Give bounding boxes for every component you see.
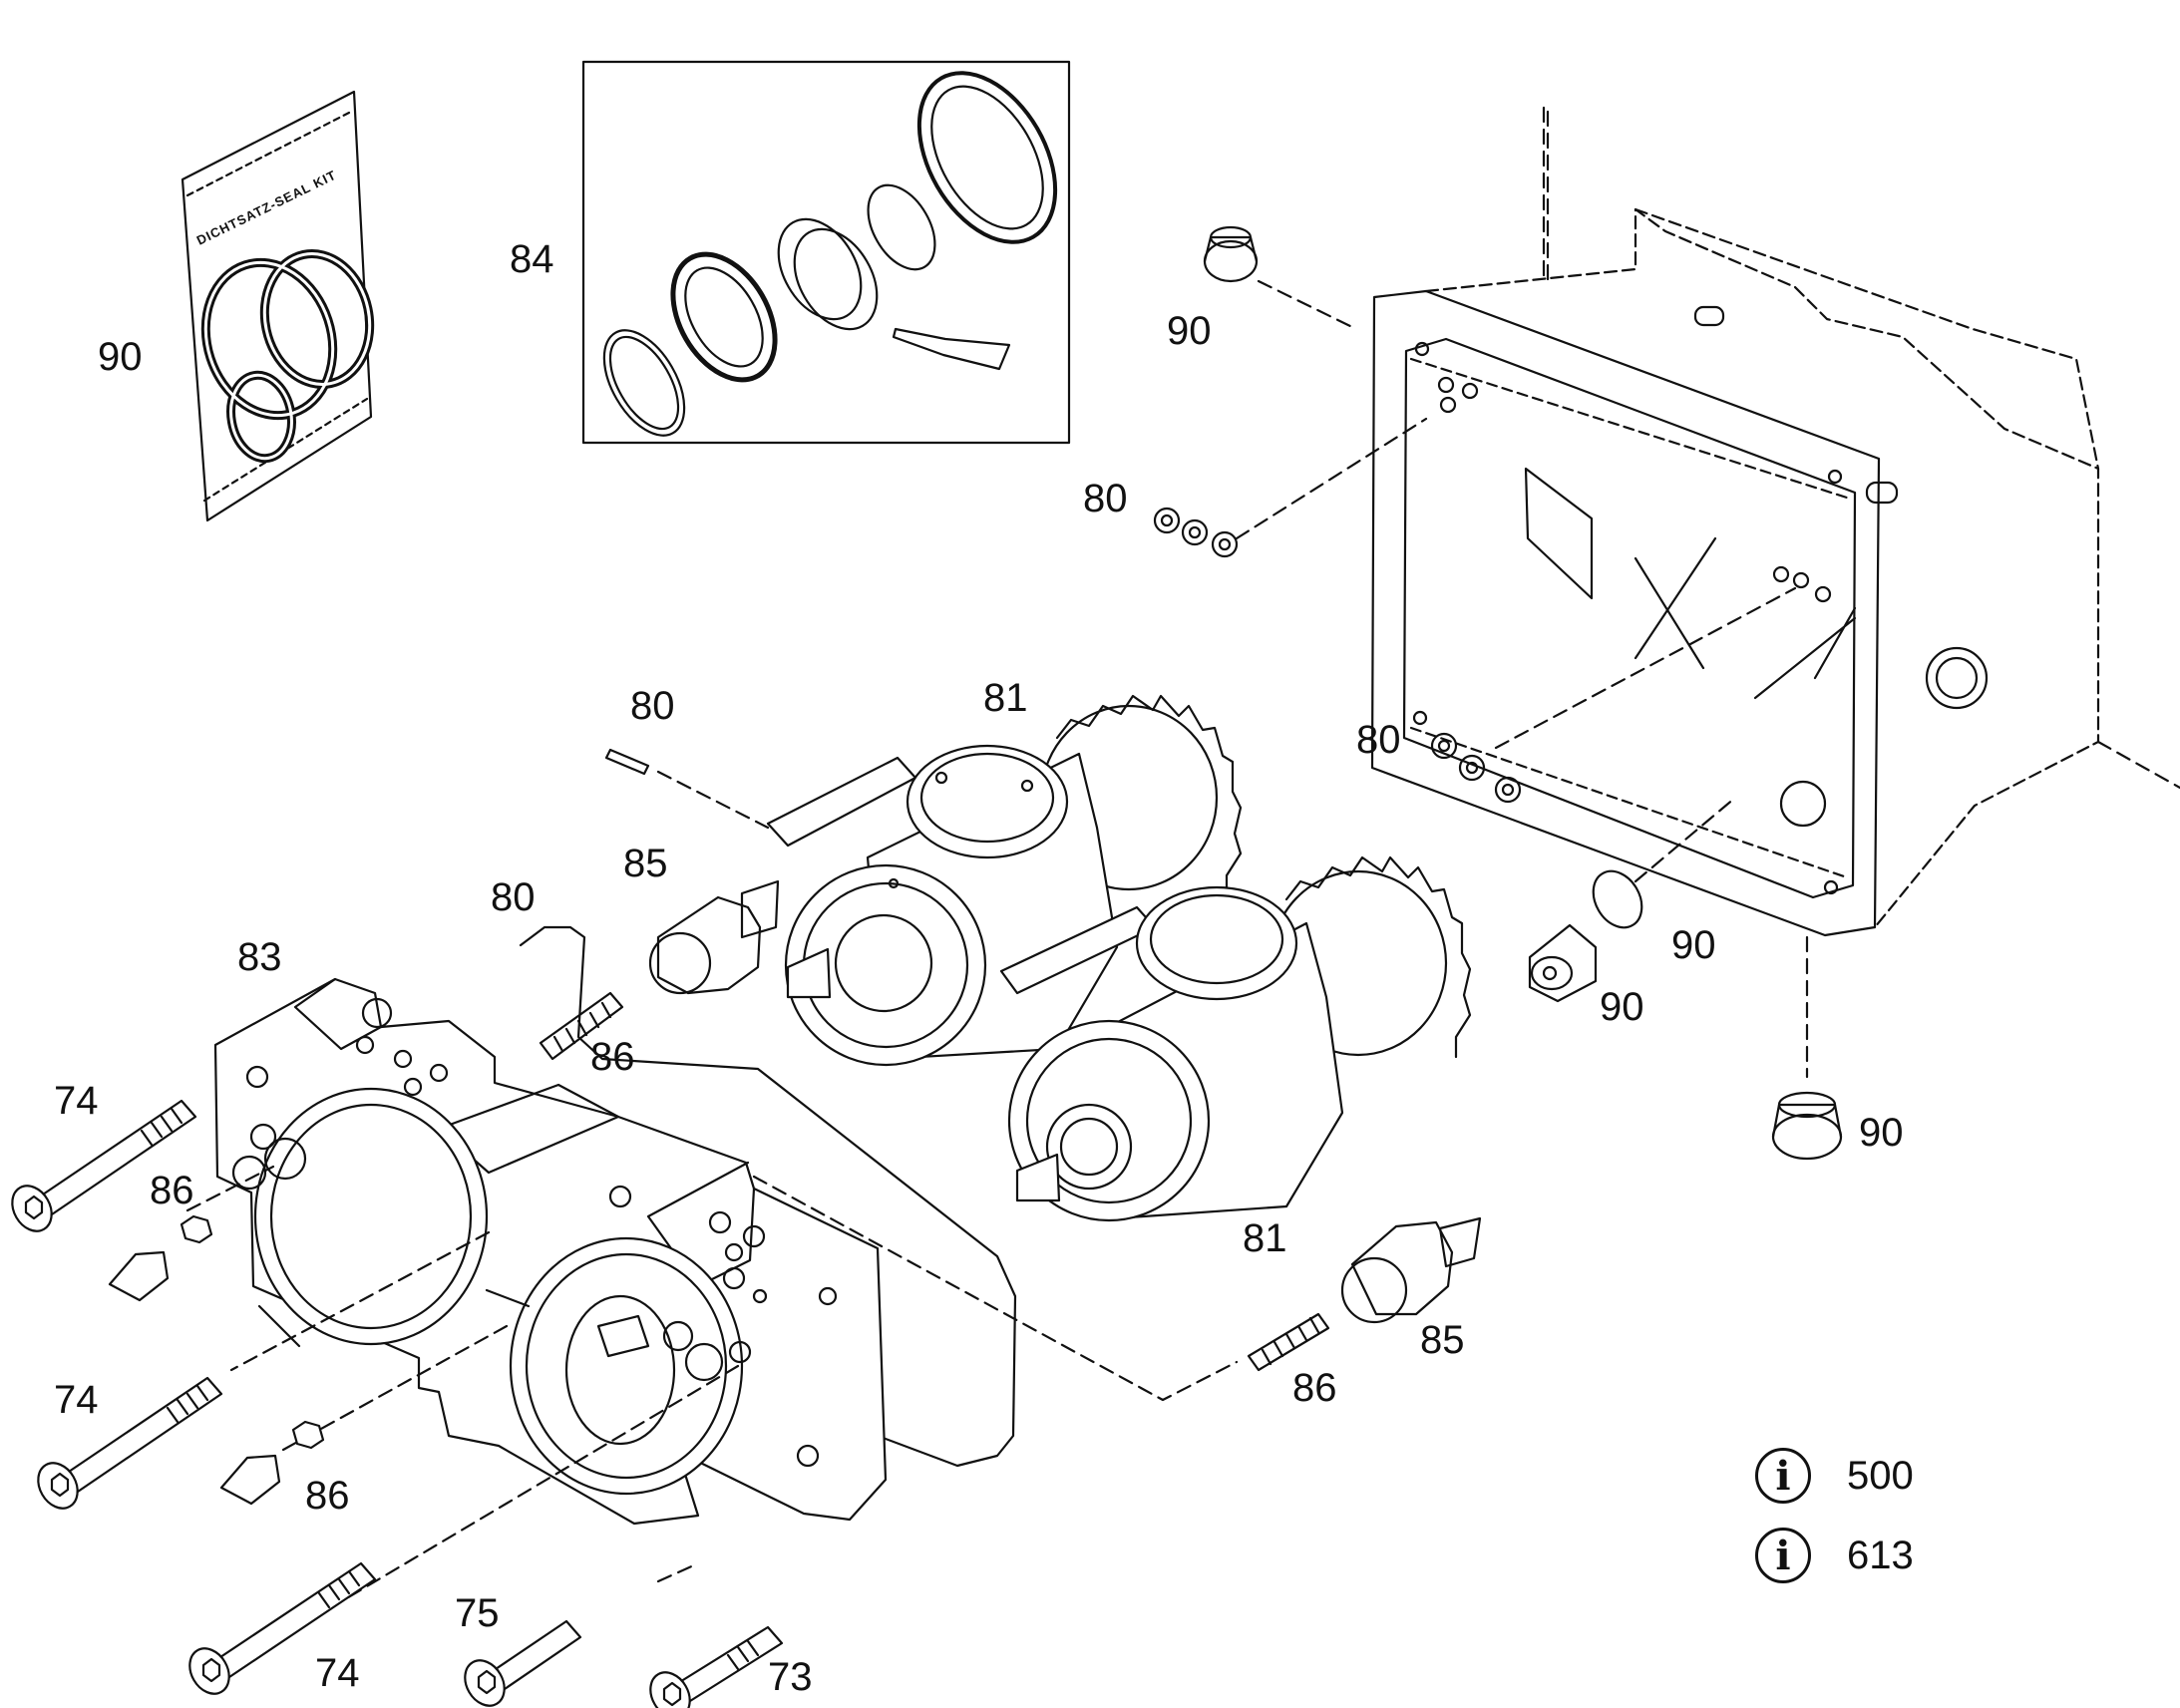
screw-74-bottom bbox=[188, 1561, 377, 1695]
callout-90-oring: 90 bbox=[1671, 923, 1716, 967]
callout-74-mid: 74 bbox=[54, 1378, 99, 1422]
callout-80-pin: 80 bbox=[630, 684, 675, 728]
control-valve-left bbox=[648, 879, 780, 995]
stud-bottom bbox=[1247, 1312, 1330, 1372]
control-valve-right bbox=[1340, 1216, 1482, 1324]
callout-85-left: 85 bbox=[623, 842, 668, 885]
cradle-assembly-top bbox=[766, 694, 1243, 1067]
callout-86-left-nut: 86 bbox=[150, 1169, 194, 1212]
pump-housing bbox=[1370, 106, 2180, 937]
oring-and-fitting bbox=[1528, 796, 1737, 1003]
nut-and-cap-left bbox=[108, 1214, 213, 1302]
plug-top bbox=[1203, 225, 1358, 331]
info-reference-500[interactable]: i 500 bbox=[1755, 1448, 1914, 1504]
screw-73 bbox=[649, 1625, 784, 1708]
info-icon: i bbox=[1755, 1448, 1811, 1504]
gasket bbox=[519, 925, 1017, 1468]
callout-83: 83 bbox=[237, 935, 282, 979]
washers-right bbox=[1430, 586, 1797, 804]
callout-74-top: 74 bbox=[54, 1079, 99, 1123]
callout-80-washers-top: 80 bbox=[1083, 477, 1128, 520]
callout-86-stud-top: 86 bbox=[590, 1035, 635, 1079]
assembly-lines bbox=[185, 1165, 1239, 1601]
callout-75: 75 bbox=[455, 1591, 500, 1635]
port-plate bbox=[213, 977, 888, 1526]
seal-kit-bag: DICHTSATZ-SEAL KIT bbox=[181, 90, 375, 522]
callout-85-right: 85 bbox=[1420, 1318, 1465, 1362]
callout-81-bottom: 81 bbox=[1243, 1216, 1287, 1260]
repair-kit-box bbox=[581, 60, 1071, 445]
callout-86-bottom-nut: 86 bbox=[305, 1474, 350, 1518]
callout-74-bottom: 74 bbox=[315, 1651, 360, 1695]
callout-80-washers-right: 80 bbox=[1356, 718, 1401, 762]
info-reference-number: 613 bbox=[1847, 1533, 1914, 1577]
callout-81-top: 81 bbox=[983, 676, 1028, 720]
callout-90-plug-top: 90 bbox=[1167, 309, 1212, 353]
info-reference-number: 500 bbox=[1847, 1453, 1914, 1498]
nut-and-cap-bottom bbox=[219, 1420, 325, 1506]
callout-86-stud-bottom: 86 bbox=[1292, 1366, 1337, 1410]
callout-90-fitting: 90 bbox=[1600, 985, 1644, 1029]
screw-74-mid bbox=[37, 1376, 223, 1510]
info-icon: i bbox=[1755, 1528, 1811, 1583]
cradle-assembly-bottom bbox=[999, 855, 1472, 1222]
callout-90-plug-bottom: 90 bbox=[1859, 1111, 1904, 1155]
screw-75 bbox=[464, 1619, 582, 1707]
stud-top bbox=[539, 991, 624, 1061]
info-reference-613[interactable]: i 613 bbox=[1755, 1528, 1914, 1583]
callout-90-seal-kit: 90 bbox=[98, 335, 143, 379]
washers-top bbox=[1153, 417, 1428, 558]
pin bbox=[604, 748, 770, 830]
plug-bottom bbox=[1771, 935, 1843, 1161]
callout-84: 84 bbox=[510, 237, 554, 281]
screw-74-top bbox=[11, 1099, 197, 1232]
callout-80-gasket: 80 bbox=[491, 875, 536, 919]
callout-73: 73 bbox=[768, 1655, 813, 1699]
